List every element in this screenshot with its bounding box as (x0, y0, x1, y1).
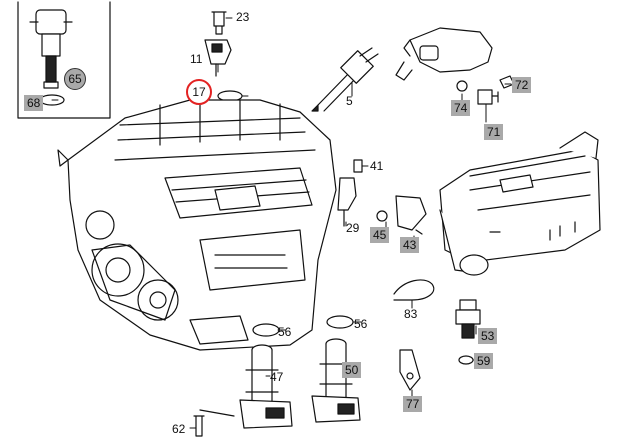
callout-83[interactable]: 83 (404, 307, 418, 321)
callout-23[interactable]: 23 (236, 10, 250, 24)
pump-50-drawing (311, 338, 361, 423)
inset-frame (17, 1, 111, 119)
intercooler-drawing (439, 131, 601, 276)
callout-72[interactable]: 72 (512, 77, 532, 93)
callout-74[interactable]: 74 (451, 100, 471, 116)
sensor-29-drawing (337, 159, 363, 227)
callout-77[interactable]: 77 (403, 396, 423, 412)
thermostat-housing-drawing (395, 27, 515, 105)
callout-11[interactable]: 11 (190, 52, 203, 66)
pressure-sensor-drawing (455, 299, 481, 365)
inset-sensor-drawing (27, 9, 73, 106)
callout-53[interactable]: 53 (478, 328, 498, 344)
callout-47[interactable]: 47 (270, 370, 284, 384)
callout-41[interactable]: 41 (370, 159, 384, 173)
camshaft-sensor-drawing (204, 11, 232, 77)
callout-17-highlighted[interactable]: 17 (186, 79, 212, 105)
callout-5[interactable]: 5 (346, 94, 353, 108)
callout-62[interactable]: 62 (172, 422, 186, 436)
callout-50[interactable]: 50 (342, 362, 362, 378)
callout-71[interactable]: 71 (484, 124, 504, 140)
callout-45[interactable]: 45 (370, 227, 390, 243)
callout-59[interactable]: 59 (474, 353, 494, 369)
callout-65[interactable]: 65 (64, 68, 86, 90)
bolt-62-drawing (193, 409, 235, 437)
pump-47-drawing (239, 344, 293, 429)
callout-56-left[interactable]: 56 (278, 325, 292, 339)
callout-43[interactable]: 43 (400, 237, 420, 253)
engine-block-drawing (57, 99, 337, 351)
callout-68[interactable]: 68 (24, 95, 44, 111)
bracket-77-drawing (399, 349, 421, 391)
sensor-43-drawing (376, 195, 427, 235)
clamp-83-drawing (393, 279, 435, 301)
callout-56-right[interactable]: 56 (354, 317, 368, 331)
callout-29[interactable]: 29 (346, 221, 360, 235)
o-ring-56b-drawing (326, 315, 354, 329)
injector-drawing (311, 47, 379, 112)
